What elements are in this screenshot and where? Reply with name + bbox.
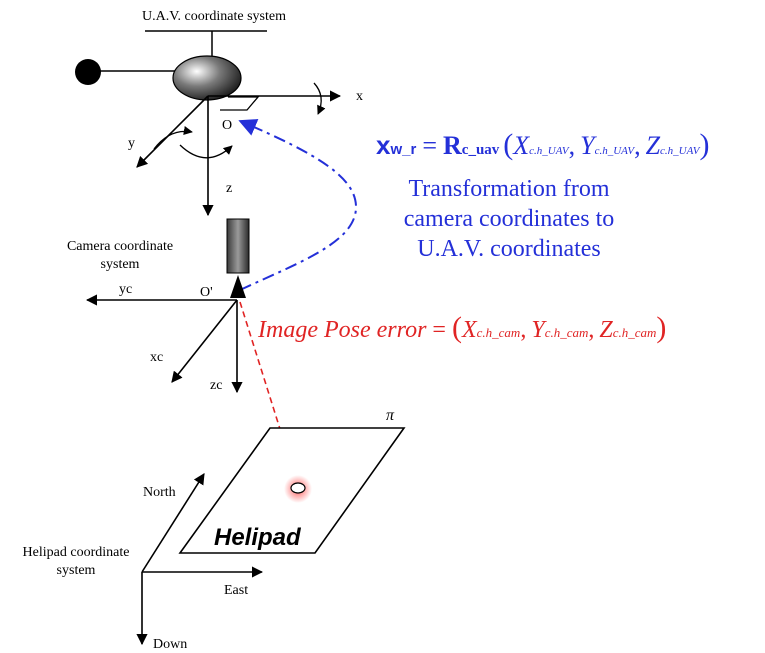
- camera-title-line1: Camera coordinate: [67, 239, 173, 254]
- pose-error-line: [239, 301, 297, 483]
- uav-title: U.A.V. coordinate system: [142, 9, 286, 24]
- helipad-plane: π Helipad: [178, 407, 406, 554]
- helipad-label: Helipad: [214, 524, 302, 551]
- camera-zc-label: zc: [210, 378, 222, 393]
- roll-rotation-arrow: [313, 82, 326, 115]
- camera-lens-icon: [230, 275, 246, 298]
- uav-z-label: z: [226, 181, 232, 196]
- camera-body-icon: [226, 218, 250, 274]
- transform-caption-line3: U.A.V. coordinates: [417, 236, 601, 262]
- helipad-title-line1: Helipad coordinate: [23, 545, 130, 560]
- target-marker-icon: [290, 482, 306, 494]
- camera-coordinate-system: Camera coordinate system yc O' xc zc: [67, 218, 250, 394]
- north-axis: [141, 473, 205, 573]
- down-label: Down: [153, 637, 187, 652]
- transformation-arrow: [238, 119, 358, 291]
- uav-origin-label: O: [222, 118, 232, 133]
- camera-yc-label: yc: [119, 282, 132, 297]
- camera-xc-label: xc: [150, 350, 163, 365]
- plane-label: π: [386, 407, 395, 424]
- uav-y-label: y: [128, 136, 135, 151]
- helipad-coordinate-system: Helipad coordinate system North East Dow…: [23, 473, 264, 652]
- transform-caption-line1: Transformation from: [408, 176, 609, 202]
- landing-skid: [220, 96, 260, 111]
- camera-xc-axis: [171, 299, 238, 383]
- yaw-rotation-arrow: [179, 144, 233, 159]
- transform-equation: xw_r=Rc_uav(Xc.h_UAV,Yc.h_UAV,Zc.h_UAV): [376, 128, 710, 161]
- pitch-rotation-arrow: [153, 126, 193, 150]
- transform-caption: Transformation from camera coordinates t…: [404, 176, 615, 262]
- pose-error-equation: Image Pose error=(Xc.h_cam,Yc.h_cam,Zc.h…: [257, 311, 666, 344]
- east-label: East: [224, 583, 248, 598]
- helipad-title-line2: system: [57, 563, 96, 578]
- tail-rotor-icon: [75, 59, 101, 85]
- uav-body-icon: [172, 55, 242, 101]
- uav-coordinate-system: U.A.V. coordinate system x y z O: [75, 9, 363, 217]
- camera-title-line2: system: [101, 257, 140, 272]
- uav-y-axis: [136, 95, 209, 168]
- transform-caption-line2: camera coordinates to: [404, 206, 615, 232]
- north-label: North: [143, 485, 176, 500]
- camera-origin-label: O': [200, 285, 213, 300]
- uav-x-label: x: [356, 89, 363, 104]
